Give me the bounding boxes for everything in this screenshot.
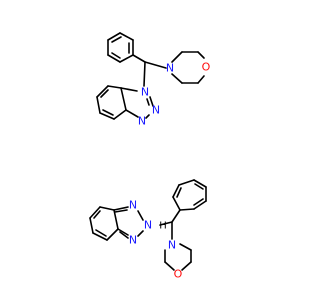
molecule-1-bond-phenyl-ch bbox=[132, 54, 146, 63]
molecule-2-morpholine-nitrogen-label: N bbox=[168, 239, 176, 252]
molecule-2-benzotriazole bbox=[89, 206, 144, 241]
molecule-1-morpholine-ring bbox=[171, 51, 205, 84]
molecule-1-morpholine-nitrogen-label: N bbox=[166, 62, 174, 75]
molecule-1-triazole-n3-label: N bbox=[138, 115, 146, 128]
molecule-2-morpholine-ring bbox=[164, 243, 192, 271]
molecule-1-triazole-n1-label: N bbox=[141, 86, 149, 99]
molecule-2-phenyl-ring bbox=[171, 179, 207, 223]
molecule-2-triazole-n2-label: N bbox=[144, 219, 152, 232]
molecule-2-triazole-n3-label: N bbox=[129, 234, 137, 247]
molecule-2-triazole-n2-hydrogen-label: H bbox=[159, 221, 167, 232]
molecule-2-triazole-n1-label: N bbox=[129, 199, 137, 212]
molecule-1-triazole-n2-label: N bbox=[152, 104, 160, 117]
molecule-2: N N H N N O bbox=[89, 179, 207, 281]
molecule-1-bond-ch-n-morph bbox=[144, 61, 167, 69]
structure-drawing: N O N N N bbox=[89, 32, 211, 281]
molecule-1-benzotriazole bbox=[96, 85, 154, 120]
molecule-1-phenyl-ring bbox=[107, 32, 134, 63]
molecule-1-morpholine-oxygen-label: O bbox=[202, 61, 211, 74]
molecule-1: N O N N N bbox=[96, 32, 211, 128]
molecule-2-bond-n2-ch bbox=[159, 221, 173, 226]
molecule-canvas: N O N N N bbox=[89, 32, 211, 281]
molecule-1-bond-ch-n1 bbox=[143, 61, 146, 87]
molecule-2-morpholine-oxygen-label: O bbox=[174, 268, 183, 281]
